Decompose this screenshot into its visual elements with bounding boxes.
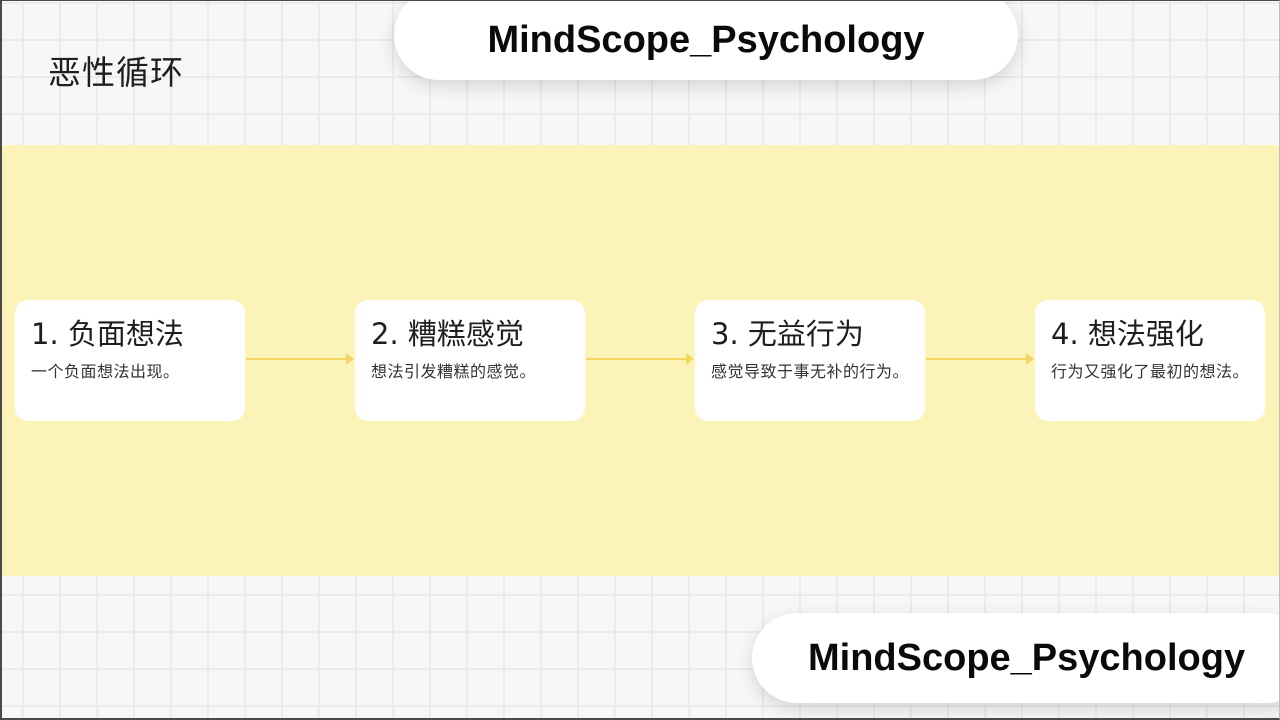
step-description: 一个负面想法出现。 — [31, 362, 180, 381]
step-title: 1. 负面想法 — [31, 317, 184, 351]
watermark-top: MindScope_Psychology — [394, 0, 1018, 80]
arrow-right-icon — [926, 353, 1034, 365]
step-description: 感觉导致于事无补的行为。 — [711, 362, 910, 381]
watermark-bottom: MindScope_Psychology — [752, 613, 1280, 703]
step-card-1: 1. 负面想法 一个负面想法出现。 — [15, 300, 245, 421]
step-title: 3. 无益行为 — [711, 317, 864, 351]
step-title: 4. 想法强化 — [1051, 317, 1204, 351]
arrow-right-icon — [246, 353, 354, 365]
step-card-3: 3. 无益行为 感觉导致于事无补的行为。 — [695, 300, 925, 421]
step-description: 想法引发糟糕的感觉。 — [371, 362, 537, 381]
step-card-4: 4. 想法强化 行为又强化了最初的想法。 — [1035, 300, 1265, 421]
step-description: 行为又强化了最初的想法。 — [1051, 362, 1250, 381]
arrow-right-icon — [586, 353, 694, 365]
step-card-2: 2. 糟糕感觉 想法引发糟糕的感觉。 — [355, 300, 585, 421]
page-title: 恶性循环 — [48, 53, 184, 92]
step-title: 2. 糟糕感觉 — [371, 317, 524, 351]
